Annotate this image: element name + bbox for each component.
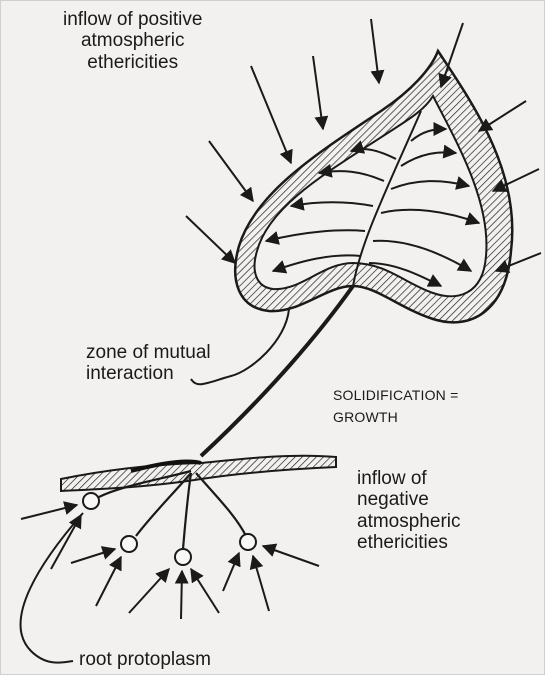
label-line: atmospheric bbox=[63, 30, 202, 51]
label-line: inflow of positive bbox=[63, 9, 202, 30]
label-line: ethericities bbox=[357, 532, 461, 553]
soil-line bbox=[61, 456, 336, 491]
root-protoplasm-circles bbox=[83, 493, 256, 565]
label-root-protoplasm: root protoplasm bbox=[79, 649, 211, 670]
label-line: ethericities bbox=[63, 52, 202, 73]
root-pointer bbox=[21, 513, 83, 663]
label-line: interaction bbox=[86, 363, 211, 384]
label-inflow-positive: inflow of positive atmospheric ethericit… bbox=[63, 9, 202, 73]
label-line: GROWTH bbox=[333, 407, 458, 429]
label-line: negative bbox=[357, 489, 461, 510]
leaf bbox=[235, 51, 512, 322]
inflow-arrows-roots bbox=[21, 505, 319, 619]
label-line: SOLIDIFICATION = bbox=[333, 385, 458, 407]
label-line: atmospheric bbox=[357, 511, 461, 532]
label-line: inflow of bbox=[357, 468, 461, 489]
label-inflow-negative: inflow of negative atmospheric ethericit… bbox=[357, 468, 461, 553]
label-zone-of-mutual-interaction: zone of mutual interaction bbox=[86, 342, 211, 385]
label-line: zone of mutual bbox=[86, 342, 211, 363]
label-solidification-growth: SOLIDIFICATION = GROWTH bbox=[333, 385, 458, 428]
